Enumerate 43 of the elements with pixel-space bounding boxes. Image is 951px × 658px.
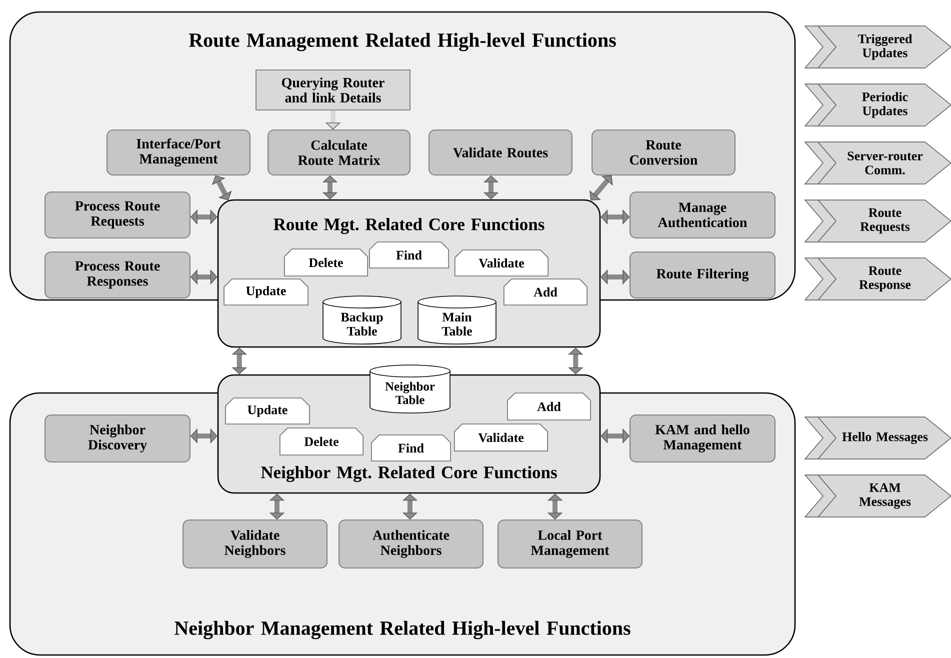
chevron-tag: Triggered Updates — [804, 26, 951, 68]
function-box: Calculate Route Matrix — [268, 130, 410, 176]
operation-box: Validate — [454, 424, 548, 452]
function-box: Validate Neighbors — [182, 520, 328, 568]
operation-box: Delete — [284, 248, 368, 276]
double-arrow — [568, 348, 584, 374]
function-box: Manage Authentication — [630, 192, 776, 238]
operation-box: Update — [224, 278, 308, 306]
double-arrow — [212, 175, 232, 200]
function-box: Route Conversion — [592, 130, 736, 176]
operation-box: Find — [371, 434, 451, 462]
operation-box: Add — [507, 392, 591, 420]
panel-title: Route Mgt. Related Core Functions — [274, 218, 544, 234]
function-box: Querying Router and link Details — [256, 70, 410, 110]
chevron-tag: Server-router Comm. — [804, 142, 951, 184]
function-box: KAM and hello Management — [630, 414, 776, 462]
panel-title: Neighbor Management Related High-level Functions — [174, 620, 630, 640]
operation-box: Find — [369, 242, 449, 268]
node-label: Neighbor Table — [385, 382, 435, 404]
double-arrow — [589, 175, 613, 200]
chevron-tag: Route Response — [804, 258, 951, 300]
operation-box: Validate — [454, 250, 548, 276]
panel-title: Route Management Related High-level Functions — [188, 32, 616, 52]
chevron-tag: Hello Messages — [804, 416, 951, 460]
panel-title: Neighbor Mgt. Related Core Functions — [261, 466, 557, 482]
table-cylinder: Main Table — [418, 296, 496, 344]
function-box: Local Port Management — [498, 520, 642, 568]
function-box: Interface/Port Management — [106, 130, 250, 176]
chevron-tag: KAM Messages — [804, 474, 951, 518]
chevron-tag: Periodic Updates — [804, 84, 951, 126]
table-cylinder: Neighbor Table — [370, 364, 450, 414]
function-box: Validate Routes — [428, 130, 572, 176]
operation-box: Add — [504, 278, 588, 306]
function-box: Route Filtering — [630, 252, 776, 298]
function-box: Process Route Responses — [44, 252, 190, 298]
double-arrow — [232, 348, 247, 374]
function-box: Process Route Requests — [44, 192, 190, 238]
chevron-tag: Route Requests — [804, 200, 951, 242]
operation-box: Delete — [280, 428, 364, 456]
operation-box: Update — [225, 398, 310, 424]
function-box: Neighbor Discovery — [44, 414, 190, 462]
function-box: Authenticate Neighbors — [338, 520, 484, 568]
table-cylinder: Backup Table — [322, 296, 402, 344]
